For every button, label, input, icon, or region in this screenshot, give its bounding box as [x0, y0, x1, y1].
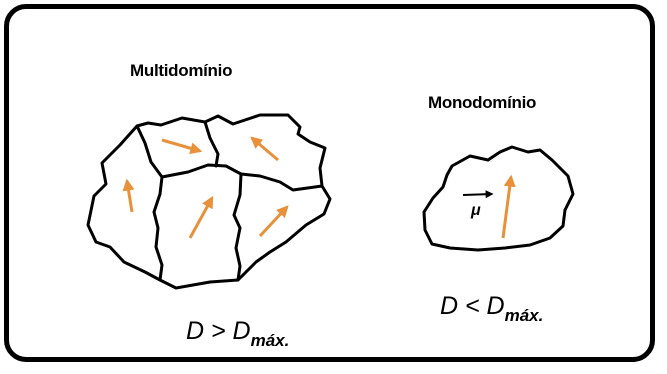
boundary-left	[154, 177, 162, 280]
multidomain-title: Multidomínio	[130, 61, 232, 81]
multidomain-condition-main: D > D	[186, 317, 251, 345]
boundary-center	[234, 174, 241, 280]
multidomain-condition: D > Dmáx.	[186, 317, 289, 351]
multidomain-arrows	[127, 138, 287, 238]
monodomain-condition: D < Dmáx.	[440, 292, 543, 326]
magnetic-moment-symbol: μ	[471, 202, 481, 220]
magnetization-arrow	[127, 181, 132, 212]
monodomain-condition-main: D < D	[440, 292, 505, 320]
magnetization-arrow	[190, 198, 212, 238]
monodomain-grain	[424, 147, 573, 250]
monodomain-condition-subscript: máx.	[505, 306, 544, 325]
multidomain-condition-subscript: máx.	[251, 331, 290, 350]
monodomain-magnetization-arrow	[503, 177, 511, 238]
magnetic-moment-arrow	[463, 194, 492, 195]
magnetization-arrow	[162, 140, 200, 151]
boundary-upper	[137, 126, 322, 190]
magnetization-arrow	[260, 207, 287, 236]
monodomain-title: Monodomínio	[428, 93, 536, 113]
monodomain-outline	[424, 147, 573, 250]
magnetization-arrow	[252, 138, 278, 160]
boundary-mid-top	[205, 122, 218, 166]
